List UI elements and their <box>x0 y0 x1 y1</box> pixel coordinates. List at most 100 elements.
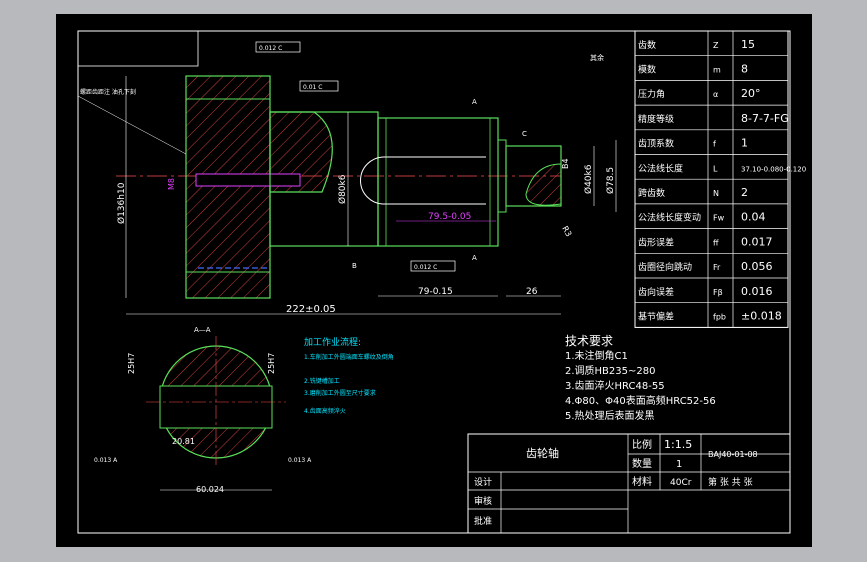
section-keyway <box>159 385 273 429</box>
process-2: 2.铣键槽加工 <box>304 377 340 385</box>
corner-box <box>77 30 199 67</box>
param-label: 齿向误差 <box>638 286 674 298</box>
section-label: A—A <box>194 326 211 334</box>
param-sym: L <box>713 164 718 173</box>
tol-2: 0.01 C <box>303 84 322 91</box>
param-sym: Z <box>713 41 719 50</box>
param-label: 精度等级 <box>638 113 674 125</box>
inner-border <box>77 30 791 534</box>
process-4: 4.齿面高频淬火 <box>304 407 346 415</box>
param-label: 压力角 <box>638 88 665 100</box>
param-sym: m <box>713 65 721 74</box>
dim-25a: 25H7 <box>127 353 136 374</box>
tech-req-5: 5.热处理后表面发黑 <box>565 409 655 422</box>
dim-40: Ø40k6 <box>583 164 594 194</box>
dim-80: Ø80k6 <box>337 174 348 204</box>
param-val: 15 <box>741 38 755 51</box>
tol-1: 0.012 C <box>259 45 282 52</box>
param-sym: α <box>713 90 718 99</box>
sheet-no: 第 张 共 张 <box>708 476 753 488</box>
scale-value: 1:1.5 <box>664 438 692 451</box>
tech-req-1: 1.未注倒角C1 <box>565 349 628 362</box>
param-val: 1 <box>741 137 748 150</box>
tol-frame <box>299 80 339 92</box>
dim-20: 20.81 <box>172 437 195 446</box>
datum-c: C <box>522 130 527 138</box>
part-name: 齿轮轴 <box>526 446 559 460</box>
tol-frame <box>255 41 301 53</box>
title-block <box>467 433 791 534</box>
param-sym: Fβ <box>713 288 723 297</box>
param-val: 37.10-0.080-0.120 <box>741 165 806 173</box>
tol-5: 0.013 A <box>288 457 312 464</box>
bearing-journal <box>377 117 499 247</box>
drawing-svg: 齿数 Z 15 模数 m 8 压力角 α 20° 精度等级 8-7-7-FG 齿顶系数 f 1 公法线长度 L… <box>77 30 806 534</box>
qty-value: 1 <box>676 459 682 470</box>
param-val: 0.017 <box>741 235 773 248</box>
param-sym: ff <box>713 238 719 247</box>
left-note: 螺距齿距注 油孔下刻 <box>80 88 136 96</box>
tol-3: 0.012 C <box>414 264 437 271</box>
dim-key: 79.5-0.05 <box>428 212 471 222</box>
param-val: 20° <box>741 87 761 100</box>
param-val: 0.056 <box>741 260 773 273</box>
scale-label: 比例 <box>632 438 652 451</box>
param-sym: Fw <box>713 214 725 223</box>
param-label: 模数 <box>638 63 656 75</box>
dim-b4: B4 <box>561 158 570 169</box>
param-sym: N <box>713 189 719 198</box>
shaft-section <box>269 111 333 193</box>
dim-79: 79-0.15 <box>418 287 453 297</box>
param-label: 公法线长度 <box>638 162 683 174</box>
param-val: 8-7-7-FG <box>741 112 789 125</box>
tech-req-2: 2.调质HB235~280 <box>565 365 655 377</box>
material-value: 40Cr <box>670 478 692 488</box>
dim-25b: 25H7 <box>267 353 276 374</box>
process-1: 1.车削加工外圆端面车螺纹及倒角 <box>304 353 394 361</box>
approve-label: 批准 <box>474 515 492 527</box>
param-sym: fpb <box>713 312 726 321</box>
material-label: 材料 <box>632 475 652 488</box>
param-sym: f <box>713 140 716 149</box>
check-label: 审核 <box>474 495 492 507</box>
param-val: 0.016 <box>741 285 773 298</box>
design-label: 设计 <box>474 476 492 488</box>
tech-req-title: 技术要求 <box>565 334 613 348</box>
dim-78: Ø78.5 <box>605 167 616 194</box>
tech-req-4: 4.Φ80、Φ40表面高频HRC52-56 <box>565 394 716 407</box>
tech-req-3: 3.齿面淬火HRC48-55 <box>565 379 665 392</box>
param-label: 齿顶系数 <box>638 138 674 150</box>
dim-60: 60.024 <box>196 485 224 494</box>
roughness-note: 其余 <box>590 53 604 62</box>
leader <box>77 95 187 155</box>
param-label: 跨齿数 <box>638 187 665 199</box>
param-table: 齿数 Z 15 模数 m 8 压力角 α 20° 精度等级 8-7-7-FG 齿顶系数 f 1 公法线长度 L… <box>634 30 806 328</box>
dim-136: Ø136h10 <box>116 182 127 224</box>
tol-4: 0.013 A <box>94 457 118 464</box>
center-hole <box>525 163 562 206</box>
process-title: 加工作业流程: <box>304 336 361 348</box>
view-mark-a2: A <box>472 254 477 262</box>
dim-222: 222±0.05 <box>286 304 336 315</box>
keyway <box>195 173 301 187</box>
param-sym: Fr <box>713 263 721 272</box>
dim-m8: M8 <box>167 178 176 190</box>
tol-frame <box>410 260 456 272</box>
param-label: 公法线长度变动 <box>638 212 701 224</box>
qty-label: 数量 <box>632 457 652 470</box>
param-val: ±0.018 <box>741 309 782 322</box>
gear-section <box>185 75 271 299</box>
param-val: 0.04 <box>741 211 766 224</box>
dim-r3: R3 <box>560 225 573 239</box>
param-label: 齿形误差 <box>638 236 674 248</box>
param-val: 2 <box>741 186 748 199</box>
param-label: 齿圈径向跳动 <box>638 261 692 273</box>
param-label: 齿数 <box>638 39 656 51</box>
key-slot <box>360 156 486 205</box>
param-val: 8 <box>741 62 748 75</box>
drawing-no: BAJ40-01-08 <box>708 450 758 459</box>
param-label: 基节偏差 <box>638 310 674 322</box>
process-3: 3.磨削加工外圆至尺寸要求 <box>304 389 376 397</box>
datum-b: B <box>352 262 357 270</box>
